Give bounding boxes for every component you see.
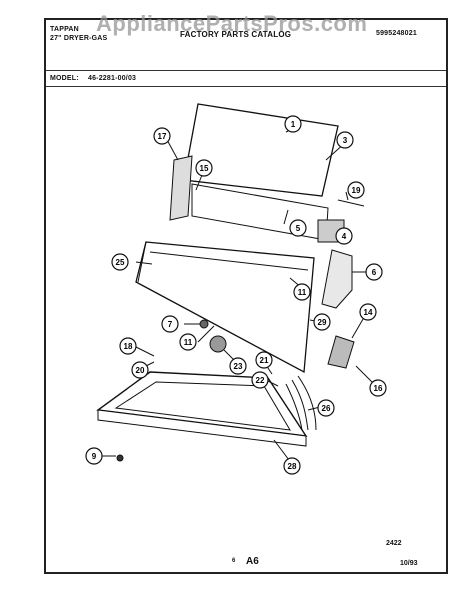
svg-text:9: 9 bbox=[92, 452, 97, 461]
svg-text:16: 16 bbox=[374, 384, 383, 393]
callout: 22 bbox=[251, 371, 269, 389]
callout: 17 bbox=[153, 127, 171, 145]
callout-labels: 1 3 17 15 19 5 4 25 6 11 7 14 11 29 18 2… bbox=[85, 115, 387, 475]
svg-text:26: 26 bbox=[322, 404, 331, 413]
brand-label: TAPPAN bbox=[50, 26, 79, 33]
callout: 5 bbox=[289, 219, 307, 237]
callout: 11 bbox=[179, 333, 197, 351]
svg-text:15: 15 bbox=[200, 164, 209, 173]
svg-text:7: 7 bbox=[168, 320, 173, 329]
svg-text:19: 19 bbox=[352, 186, 361, 195]
callout: 1 bbox=[284, 115, 302, 133]
model-number: 46-2281-00/03 bbox=[88, 75, 137, 82]
callout: 18 bbox=[119, 337, 137, 355]
svg-text:14: 14 bbox=[364, 308, 373, 317]
catalog-date: 10/93 bbox=[400, 560, 418, 567]
svg-text:25: 25 bbox=[116, 258, 125, 267]
switch-part bbox=[327, 335, 355, 369]
svg-text:11: 11 bbox=[184, 338, 193, 347]
catalog-number: 5995248021 bbox=[376, 30, 417, 37]
callout: 3 bbox=[336, 131, 354, 149]
callout: 4 bbox=[335, 227, 353, 245]
callout: 15 bbox=[195, 159, 213, 177]
catalog-title: FACTORY PARTS CATALOG bbox=[180, 30, 292, 39]
callout: 9 bbox=[85, 447, 103, 465]
side-bracket-part bbox=[169, 155, 193, 221]
svg-text:3: 3 bbox=[343, 136, 348, 145]
catalog-page-frame: TAPPAN 27" DRYER-GAS FACTORY PARTS CATAL… bbox=[44, 18, 448, 574]
callout: 7 bbox=[161, 315, 179, 333]
svg-text:1: 1 bbox=[291, 120, 296, 129]
callout: 14 bbox=[359, 303, 377, 321]
svg-text:23: 23 bbox=[234, 362, 243, 371]
callout: 28 bbox=[283, 457, 301, 475]
watermark-text: AppliancePartsPros.com bbox=[96, 11, 368, 36]
callout: 20 bbox=[131, 361, 149, 379]
svg-text:28: 28 bbox=[288, 462, 297, 471]
svg-text:21: 21 bbox=[260, 356, 269, 365]
svg-text:29: 29 bbox=[318, 318, 327, 327]
diagram-code: 2422 bbox=[386, 540, 402, 547]
svg-text:20: 20 bbox=[136, 366, 145, 375]
end-cap-part bbox=[321, 249, 353, 309]
callout: 21 bbox=[255, 351, 273, 369]
callout: 11 bbox=[293, 283, 311, 301]
callout: 16 bbox=[369, 379, 387, 397]
page-small-number: 6 bbox=[232, 558, 236, 564]
page-number: A6 bbox=[246, 556, 259, 567]
svg-text:4: 4 bbox=[342, 232, 347, 241]
svg-text:5: 5 bbox=[296, 224, 301, 233]
callout: 25 bbox=[111, 253, 129, 271]
callout: 26 bbox=[317, 399, 335, 417]
exploded-parts-diagram: 1 3 17 15 19 5 4 25 6 11 7 14 11 29 18 2… bbox=[85, 103, 387, 475]
rear-panel-part bbox=[183, 103, 339, 197]
callout: 19 bbox=[347, 181, 365, 199]
svg-text:22: 22 bbox=[256, 376, 265, 385]
svg-text:17: 17 bbox=[158, 132, 167, 141]
console-part bbox=[135, 241, 315, 374]
callout: 29 bbox=[313, 313, 331, 331]
svg-text:6: 6 bbox=[372, 268, 377, 277]
svg-text:11: 11 bbox=[298, 288, 307, 297]
callout: 23 bbox=[229, 357, 247, 375]
product-label: 27" DRYER-GAS bbox=[50, 35, 108, 42]
knob-part bbox=[209, 335, 227, 353]
header-rule bbox=[46, 70, 446, 71]
model-label: MODEL: bbox=[50, 75, 79, 82]
svg-text:18: 18 bbox=[124, 342, 133, 351]
model-rule bbox=[46, 86, 446, 87]
callout: 6 bbox=[365, 263, 383, 281]
